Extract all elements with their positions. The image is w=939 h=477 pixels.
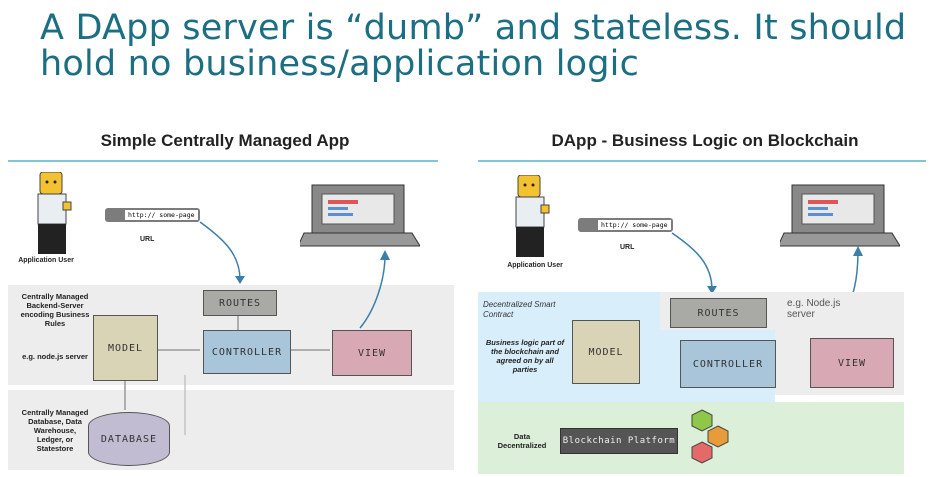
right-url-label: URL [620, 244, 635, 251]
right-divider [478, 160, 926, 162]
right-platform-box: Blockchain Platform [560, 428, 678, 454]
right-view-box: VIEW [810, 338, 894, 388]
right-server-example: e.g. Node.js server [787, 298, 841, 320]
left-model-box: MODEL [93, 315, 158, 381]
right-controller-box: CONTROLLER [680, 340, 776, 388]
right-model-box: MODEL [572, 320, 640, 384]
right-data-label: Data Decentralized [497, 432, 547, 450]
blockchain-blocks-icon [691, 409, 729, 464]
right-heading: DApp - Business Logic on Blockchain [551, 131, 859, 150]
page-title: A DApp server is “dumb” and stateless. I… [40, 8, 907, 84]
left-server-label: Centrally Managed Backend-Server encodin… [20, 292, 90, 328]
right-user-label: Application User [507, 262, 563, 269]
left-url-text: http:// some-page [125, 210, 198, 220]
right-laptop-icon [780, 184, 900, 247]
left-laptop-icon [300, 184, 420, 247]
left-heading: Simple Centrally Managed App [100, 131, 350, 150]
left-view-box: VIEW [332, 330, 412, 376]
left-routes-box: ROUTES [203, 290, 277, 316]
left-user-label: Application User [18, 257, 74, 264]
left-db-band [8, 390, 454, 470]
left-db-label: Centrally Managed Database, Data Warehou… [21, 408, 89, 453]
right-user-icon [515, 175, 550, 257]
left-url-label: URL [140, 236, 155, 243]
right-data-band [478, 402, 904, 474]
right-url-text: http:// some-page [598, 220, 671, 230]
right-logic-label: Business logic part of the blockchain an… [485, 338, 565, 374]
left-user-icon [37, 172, 72, 254]
left-divider [8, 160, 438, 162]
right-contract-label: Decentralized Smart Contract [483, 300, 556, 319]
left-controller-box: CONTROLLER [203, 330, 291, 374]
right-routes-box: ROUTES [670, 298, 767, 328]
left-server-example: e.g. node.js server [22, 352, 88, 361]
left-database-cylinder: DATABASE [88, 412, 170, 466]
